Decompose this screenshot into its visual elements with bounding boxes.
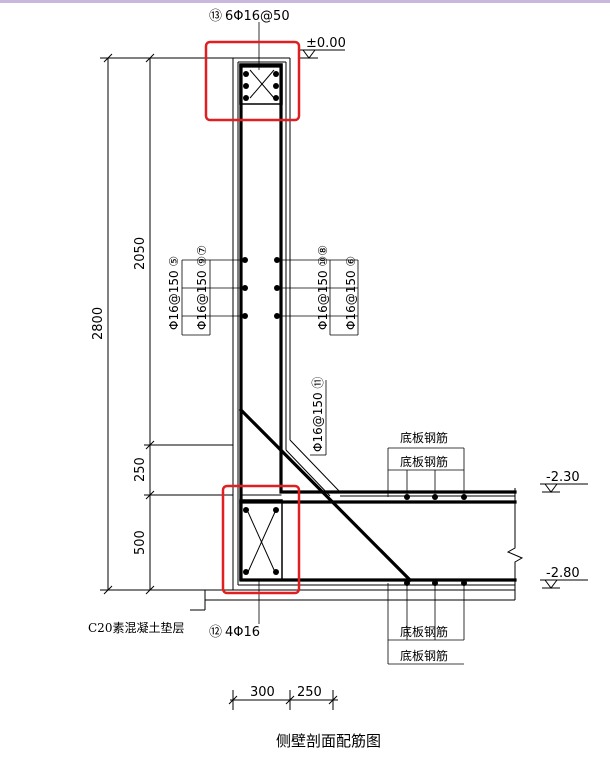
slab-label-top-1: 底板钢筋 (400, 430, 448, 445)
highlight-bottom-corner (221, 484, 301, 595)
diagonal-rebar-label: Φ16@150 ⑪ (311, 377, 325, 452)
wall-rebar-label-4: Φ16@150 ⑥ (344, 256, 358, 330)
slab-label-top-2: 底板钢筋 (400, 454, 448, 469)
horizontal-dimension (228, 690, 338, 710)
elevation-marker-mid (540, 483, 588, 493)
dim-haunch: 250 (133, 457, 148, 482)
elevation-mid: -2.30 (546, 470, 580, 485)
elevation-marker-top (300, 49, 345, 59)
slab-bar-dots (404, 494, 467, 586)
bottom-rebar-circle: ⑫ (209, 625, 222, 640)
wall-rebar-leaders (181, 259, 359, 336)
top-rebar-label: 6Φ16@50 (225, 9, 290, 24)
top-bar-cluster (239, 63, 283, 105)
dim-right-width: 250 (297, 685, 322, 700)
highlight-top-corner (204, 40, 301, 122)
wall-rebar-label-3: Φ16@150 ⑩⑧ (316, 245, 330, 330)
dim-left-width: 300 (250, 685, 275, 700)
elevation-marker-bottom (540, 579, 588, 589)
slab-leaders (387, 447, 465, 665)
dim-overall: 2800 (91, 307, 106, 340)
cushion-label: C20素混凝土垫层 (88, 620, 184, 635)
wall-rebar-label-1: Φ16@150 ⑤ (167, 256, 181, 330)
dim-slab: 500 (133, 530, 148, 555)
bottom-rebar-label: 4Φ16 (225, 625, 260, 640)
vertical-dimensions (100, 53, 233, 595)
wall-rebar-label-2: Φ16@150 ⑨⑦ (195, 245, 209, 330)
top-border-line (0, 0, 610, 3)
elevation-top: ±0.00 (306, 36, 346, 51)
slab-label-bottom-2: 底板钢筋 (400, 648, 448, 663)
slab-label-bottom-1: 底板钢筋 (400, 624, 448, 639)
wall-bar-dots (242, 257, 280, 319)
elevation-bottom: -2.80 (546, 566, 580, 581)
concrete-outline (190, 57, 524, 611)
dim-wall: 2050 (133, 237, 148, 270)
top-rebar-circle: ⑬ (209, 9, 222, 24)
bottom-bar-cluster (239, 499, 283, 581)
drawing-caption: 侧壁剖面配筋图 (276, 732, 381, 750)
